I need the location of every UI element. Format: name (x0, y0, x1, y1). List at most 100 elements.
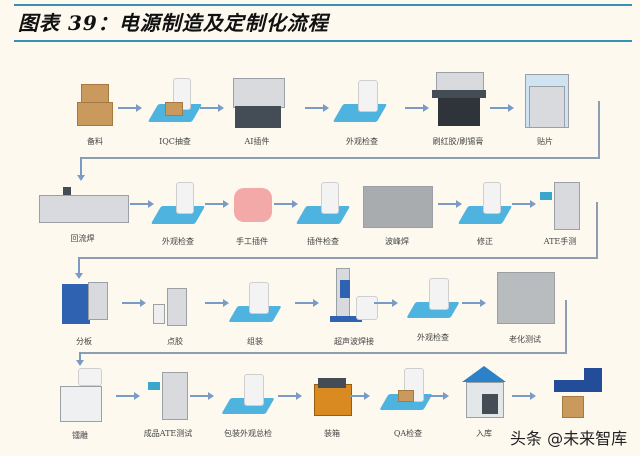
step-label: 外观检查 (417, 333, 449, 342)
step-depaneling: 分板 (44, 278, 124, 347)
inspection-station-icon (453, 182, 517, 230)
flow-arrow (374, 299, 398, 307)
step-label: 组装 (247, 337, 263, 346)
row-connector (79, 300, 567, 354)
flow-arrow (295, 299, 319, 307)
flow-arrow (490, 104, 514, 112)
step-label: 刷红胶/刷锡膏 (432, 137, 484, 146)
flow-arrow (130, 200, 154, 208)
screen-printer-icon (426, 68, 490, 130)
step-aging-test: 老化测试 (485, 270, 565, 345)
flow-arrow (405, 104, 429, 112)
step-label: 镭雕 (72, 431, 88, 440)
flow-arrow (200, 104, 224, 112)
flow-arrow (462, 299, 486, 307)
step-label: 超声波焊接 (334, 337, 374, 346)
step-package-visual-check: 包装外观总检 (208, 370, 288, 439)
step-label: 手工插件 (236, 237, 268, 246)
step-manual-insertion: 手工插件 (212, 182, 292, 247)
title-rule-top (14, 4, 632, 6)
packing-box-icon (300, 370, 364, 422)
inspection-station-icon (376, 366, 440, 422)
boxes-icon (63, 78, 127, 130)
flow-arrow (116, 392, 140, 400)
depaneling-machine-icon (52, 278, 116, 330)
step-warehouse: 入库 (444, 364, 524, 439)
ate-tester-icon (528, 182, 592, 230)
inspection-station-icon (146, 182, 210, 230)
step-final-ate: 成品ATE测试 (128, 370, 208, 439)
step-packing: 装箱 (292, 370, 372, 439)
flow-arrow (305, 104, 329, 112)
step-label: QA检查 (393, 429, 423, 438)
ate-tester-icon (136, 370, 200, 422)
puzzle-piece-icon (220, 182, 284, 230)
step-label: 备料 (87, 137, 103, 146)
down-arrow (76, 352, 84, 366)
step-smt: 贴片 (505, 70, 585, 147)
step-label: 老化测试 (509, 335, 541, 344)
reflow-oven-icon (37, 185, 129, 227)
step-label: 分板 (76, 337, 92, 346)
step-ai-insertion: AI插件 (217, 70, 297, 147)
flow-arrow (438, 200, 462, 208)
step-label: ATE手测 (543, 237, 577, 246)
step-label: 成品ATE测试 (143, 429, 193, 438)
flow-arrow (278, 392, 302, 400)
step-correction: 修正 (445, 182, 525, 247)
inspection-station-icon (330, 78, 394, 130)
step-ultrasonic-weld: 超声波焊接 (314, 266, 394, 347)
down-arrow (77, 157, 85, 181)
step-visual-check-2: 外观检查 (138, 182, 218, 247)
glue-dispenser-icon (143, 274, 207, 330)
delivery-truck-icon (548, 366, 612, 422)
row-connector (78, 202, 598, 259)
step-ate-manual: ATE手测 (520, 182, 600, 247)
flow-arrow (122, 299, 146, 307)
step-label: IQC抽查 (159, 137, 191, 146)
step-insertion-check: 插件检查 (283, 182, 363, 247)
ultrasonic-welder-icon (322, 266, 386, 330)
step-label: 入库 (476, 429, 492, 438)
step-label: 修正 (477, 237, 493, 246)
burn-in-cabinet-icon (493, 270, 557, 328)
step-label: 外观检查 (346, 137, 378, 146)
flow-arrow (190, 392, 214, 400)
page-title: 图表 39：电源制造及定制化流程 (18, 11, 329, 35)
step-assembly: 组装 (215, 278, 295, 347)
title-rule-bottom (14, 40, 632, 42)
warehouse-icon (452, 364, 516, 422)
inspection-station-icon (143, 78, 207, 130)
step-visual-check-3: 外观检查 (393, 276, 473, 343)
step-label: 装箱 (324, 429, 340, 438)
flow-arrow (425, 392, 449, 400)
step-paste-print: 刷红胶/刷锡膏 (418, 68, 498, 147)
step-delivery (540, 366, 620, 422)
step-label: 插件检查 (307, 237, 339, 246)
step-label: 点胶 (167, 337, 183, 346)
step-label: 包装外观总检 (224, 429, 272, 438)
step-label: 外观检查 (162, 237, 194, 246)
flow-arrow (205, 200, 229, 208)
flow-arrow (350, 392, 370, 400)
row-connector (80, 101, 600, 159)
step-wave-solder: 波峰焊 (357, 180, 437, 247)
ai-insertion-machine-icon (225, 70, 289, 130)
step-visual-check-1: 外观检查 (322, 78, 402, 147)
step-laser-engrave: 镭雕 (40, 364, 120, 441)
step-bei-liao: 备料 (55, 78, 135, 147)
step-iqc: IQC抽查 (135, 78, 215, 147)
step-glue: 点胶 (135, 274, 215, 347)
step-label: 回流焊 (70, 234, 95, 243)
flow-arrow (205, 299, 229, 307)
flow-arrow (512, 392, 536, 400)
watermark: 头条 @未来智库 (510, 429, 628, 448)
inspection-station-icon (216, 370, 280, 422)
step-qa-check: QA检查 (368, 366, 448, 439)
down-arrow (75, 257, 83, 279)
flow-arrow (118, 104, 142, 112)
step-label: 贴片 (537, 137, 553, 146)
step-label: AI插件 (244, 137, 270, 146)
wave-solder-machine-icon (359, 180, 435, 230)
smt-placement-machine-icon (513, 70, 577, 130)
